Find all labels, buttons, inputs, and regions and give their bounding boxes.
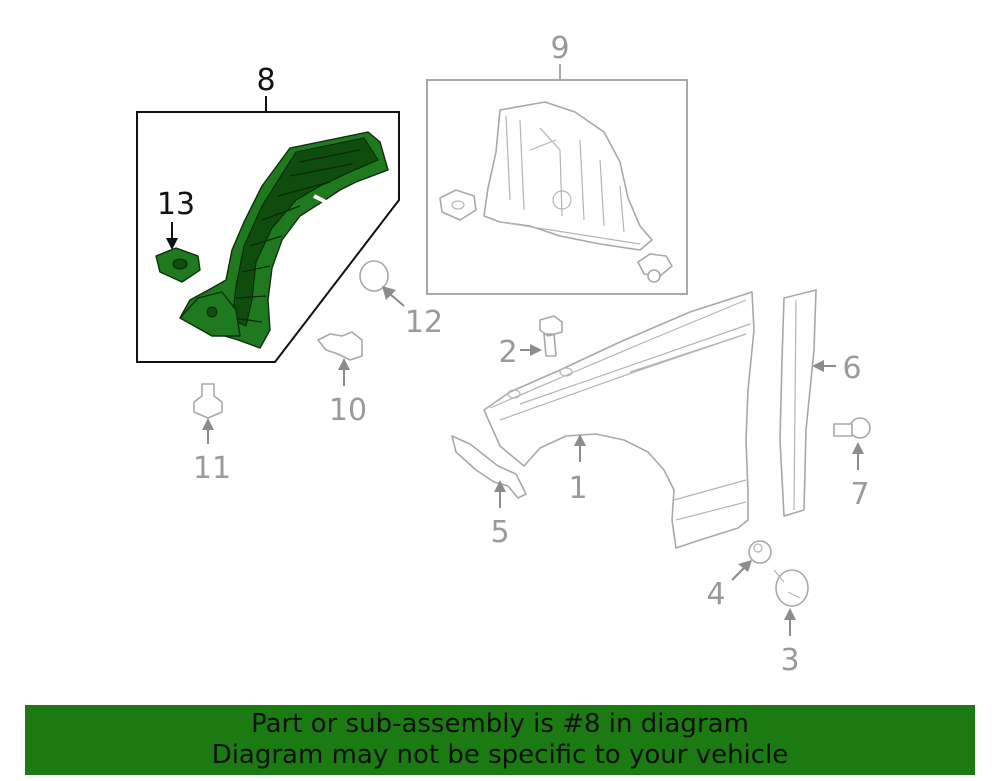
part-4-hole (753, 543, 763, 553)
part-13-hole (172, 258, 188, 270)
fender-tab-b (559, 367, 573, 377)
callout-6: 6 (842, 351, 861, 386)
notice-line-2: Diagram may not be specific to your vehi… (211, 740, 789, 770)
callout-4-arrowhead (738, 560, 752, 572)
callout-3: 3 (780, 643, 799, 678)
callout-13-arrowhead (166, 238, 178, 250)
callout-4: 4 (706, 577, 725, 612)
part-7-head (849, 417, 871, 439)
callout-12-arrow (389, 293, 405, 307)
part-5-shape (451, 435, 527, 499)
part-11-shape (193, 383, 223, 419)
part-9-rivet-cap (647, 269, 661, 283)
part-12-shape (359, 260, 389, 292)
wheelhouse-liner-shape (179, 131, 389, 349)
liner-inner-rib (231, 137, 379, 327)
callout-4-arrow (731, 567, 745, 581)
fender-shape (483, 291, 755, 549)
part-10-group[interactable]: 10 (317, 331, 367, 428)
part-6-inner (793, 299, 797, 511)
part-7-shaft (833, 423, 853, 437)
part-3-shape (775, 569, 809, 607)
fender-edges (489, 299, 751, 521)
callout-7-arrowhead (852, 442, 864, 454)
callout-1-arrowhead (574, 434, 586, 446)
liner-hole (206, 306, 218, 318)
callout-11-arrowhead (202, 418, 214, 430)
notice-banner: Part or sub-assembly is #8 in diagram Di… (25, 705, 975, 775)
part-10-shape (317, 331, 363, 361)
callout-12-arrowhead (382, 286, 396, 300)
callout-7: 7 (850, 477, 869, 512)
callout-13: 13 (157, 187, 195, 222)
part-6-group[interactable]: 6 (779, 289, 862, 517)
part-3-group[interactable]: 3 (773, 569, 809, 678)
part-9-liner-shape (483, 101, 653, 251)
part-1-group[interactable]: 1 (483, 291, 755, 549)
part-2-group[interactable]: 2 (498, 315, 563, 370)
part-9-details (499, 115, 641, 245)
part-2-shape (539, 315, 563, 357)
callout-8: 8 (256, 63, 275, 98)
part-7-group[interactable]: 7 (833, 417, 871, 512)
fender-tab-a (507, 389, 521, 399)
part-6-shape (779, 289, 817, 517)
callout-2: 2 (498, 335, 517, 370)
part-9-clip (439, 189, 477, 221)
callout-10-arrowhead (338, 358, 350, 370)
liner-ribs (233, 149, 361, 323)
part-9-emblem (552, 190, 572, 210)
callout-11: 11 (193, 451, 231, 486)
callout-10: 10 (329, 393, 367, 428)
part-5-group[interactable]: 5 (451, 435, 527, 550)
callout-9: 9 (550, 31, 569, 66)
part-11-group[interactable]: 11 (193, 383, 231, 486)
callout-6-arrowhead (812, 360, 824, 372)
callout-5: 5 (490, 515, 509, 550)
part-9-rivet (637, 253, 673, 277)
part-9-clip-hole (451, 200, 465, 210)
liner-notch (313, 194, 331, 206)
part-9-group[interactable]: 9 (426, 31, 688, 295)
part-3-stem (773, 569, 801, 599)
notice-line-1: Part or sub-assembly is #8 in diagram (251, 709, 749, 739)
callout-5-arrowhead (494, 480, 506, 492)
part-8-group[interactable]: 8 13 (136, 63, 400, 363)
part-4-group[interactable]: 4 (706, 540, 772, 612)
callout-12: 12 (405, 305, 443, 340)
part-12-group[interactable]: 12 (359, 260, 443, 340)
callout-3-arrowhead (784, 608, 796, 620)
callout-1: 1 (568, 471, 587, 506)
callout-2-arrowhead (530, 344, 542, 356)
